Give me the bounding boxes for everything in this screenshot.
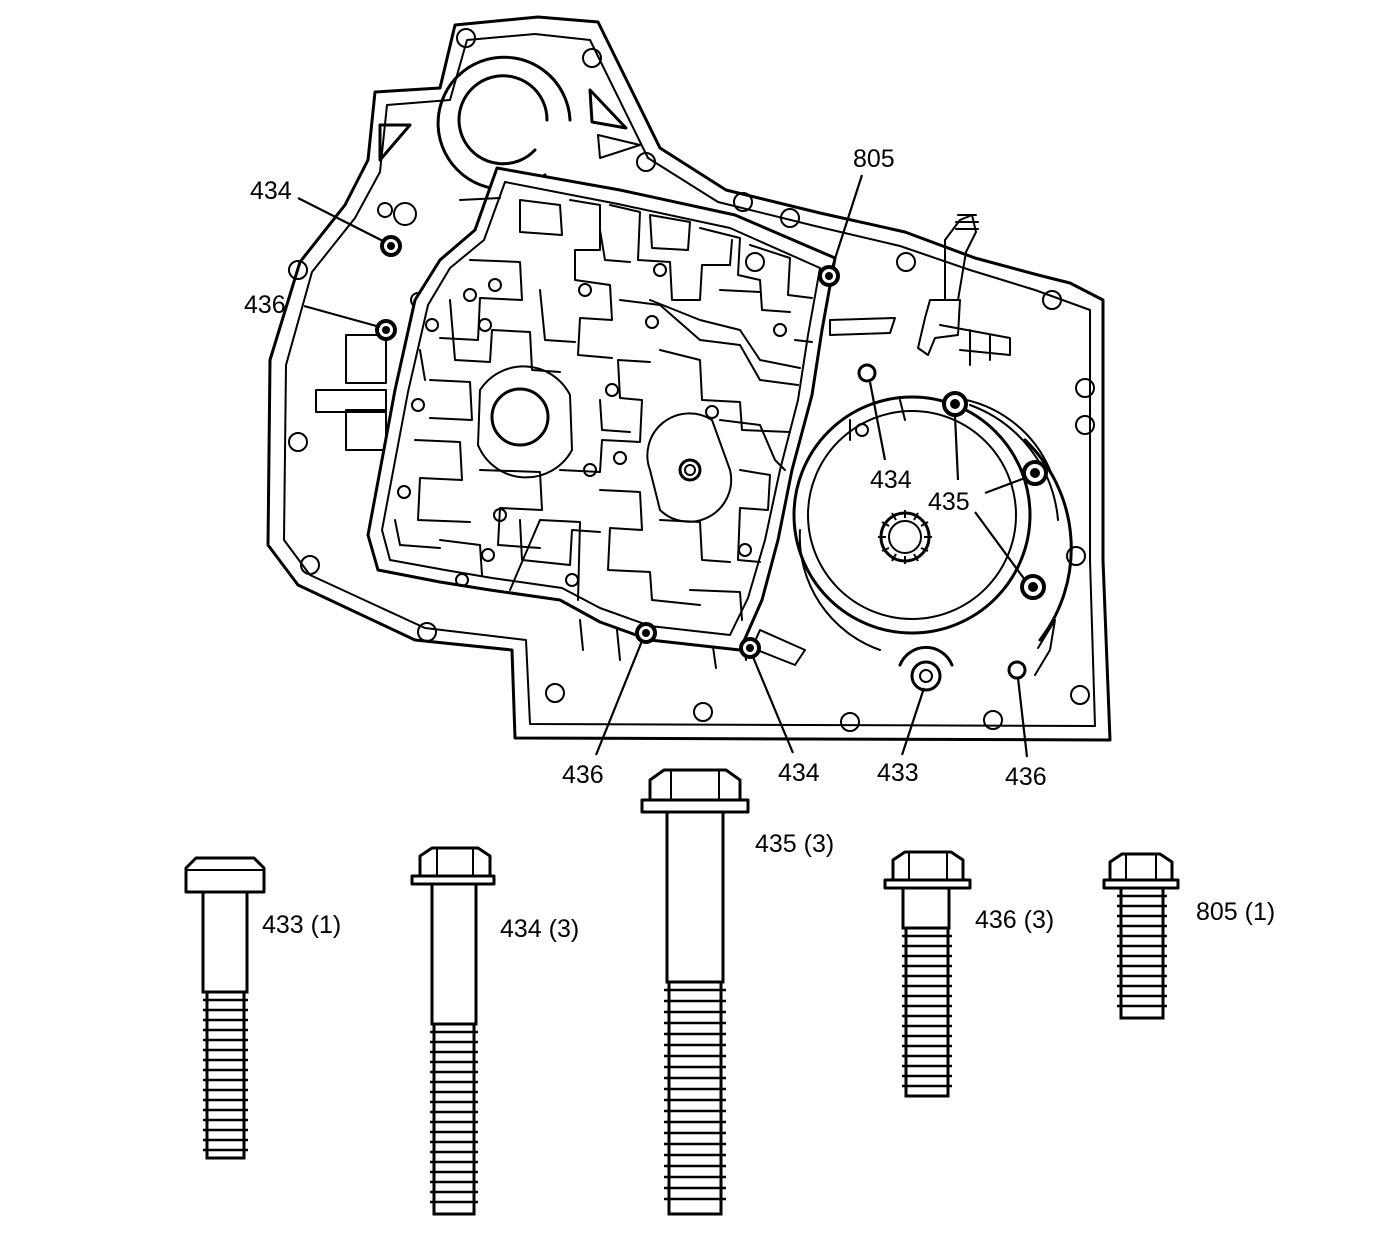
bolt-location-805 bbox=[818, 265, 840, 287]
bolt-434-caption: 434 (3) bbox=[500, 915, 579, 943]
case-bore-c bbox=[457, 74, 549, 166]
spline-teeth bbox=[878, 510, 932, 564]
bolt-434: 434 (3) bbox=[410, 846, 579, 1216]
bolt-433-caption: 433 (1) bbox=[262, 911, 341, 939]
callout-433: 433 bbox=[877, 759, 919, 787]
callout-434-center: 434 bbox=[870, 466, 912, 494]
bolt-location-434-center bbox=[857, 363, 877, 383]
bolt-436-caption: 436 (3) bbox=[975, 906, 1054, 934]
callout-434-bottom: 434 bbox=[778, 759, 820, 787]
bolt-805-threads bbox=[1117, 894, 1167, 1008]
bolt-805: 805 (1) bbox=[1102, 852, 1275, 1020]
bolt-location-434-bottom bbox=[739, 637, 761, 659]
bolt-436-threads bbox=[902, 934, 952, 1088]
bolt-location-436-left bbox=[375, 319, 397, 341]
bolt-location-435-a bbox=[942, 391, 968, 417]
bolt-location-436-bottom-b bbox=[1007, 660, 1027, 680]
bolt-434-threads bbox=[430, 1030, 478, 1204]
case-holes bbox=[288, 28, 1095, 732]
bolt-435-threads bbox=[664, 988, 726, 1201]
bolt-location-436-bottom-a bbox=[635, 622, 657, 644]
bolt-location-434-top-left bbox=[380, 235, 402, 257]
bolt-805-caption: 805 (1) bbox=[1196, 898, 1275, 926]
bolt-location-435-b bbox=[1022, 460, 1048, 486]
bolt-435: 435 (3) bbox=[640, 768, 834, 1216]
bolt-location-435-c bbox=[1020, 574, 1046, 600]
callout-434-top-left: 434 bbox=[250, 177, 292, 205]
bolt-435-caption: 435 (3) bbox=[755, 830, 834, 858]
callout-436-bottom-a: 436 bbox=[562, 761, 604, 789]
bolt-locations bbox=[375, 235, 1048, 680]
valve-body-passages bbox=[394, 197, 813, 621]
callout-805: 805 bbox=[853, 145, 895, 173]
callout-labels: 434 436 805 434 435 436 434 433 436 bbox=[244, 145, 1047, 791]
bolt-433: 433 (1) bbox=[184, 856, 341, 1160]
callout-435: 435 bbox=[928, 488, 970, 516]
callout-436-bottom-b: 436 bbox=[1005, 763, 1047, 791]
drum-assembly bbox=[792, 395, 1073, 692]
callout-436-left: 436 bbox=[244, 291, 286, 319]
valve-body bbox=[366, 166, 837, 652]
bolt-436: 436 (3) bbox=[883, 850, 1054, 1098]
valve-body-bore-left bbox=[490, 387, 550, 447]
valve-body-holes bbox=[397, 252, 787, 587]
bolt-433-threads bbox=[203, 998, 248, 1152]
leader-lines bbox=[297, 174, 1029, 758]
